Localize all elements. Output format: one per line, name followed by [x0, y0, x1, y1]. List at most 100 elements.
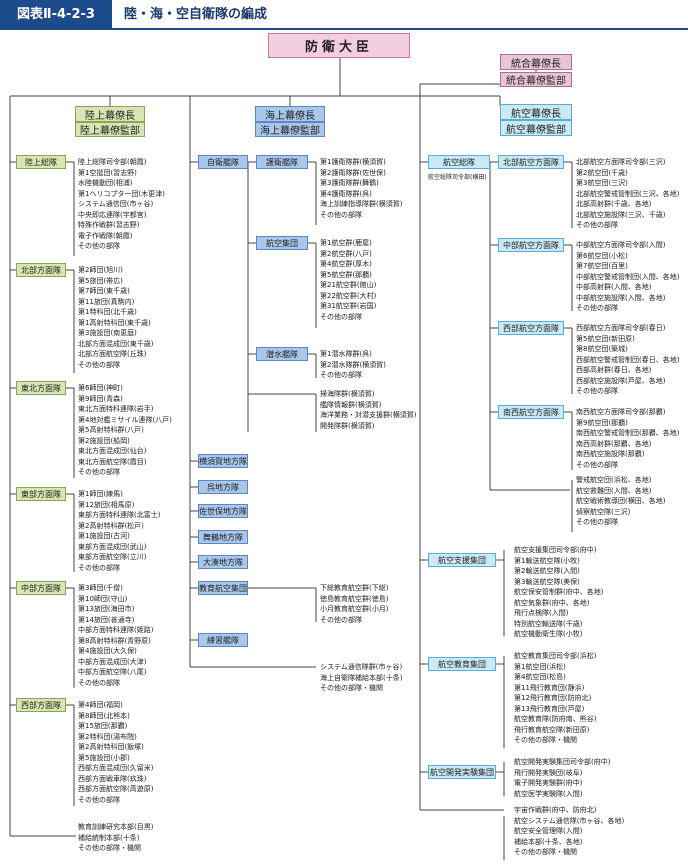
msdf-training-air-list: 下総教育航空群(下総) 徳島教育航空群(徳島) 小月教育航空群(小月) その他の… — [320, 583, 388, 625]
msdf-group-2: 潜水艦隊 — [256, 347, 308, 361]
list-item: 第3施設団(南恵庭) — [78, 329, 137, 337]
list-item: 第2航空団(千歳) — [576, 168, 628, 177]
msdf-group-1-list: 第1航空群(鹿屋) 第2航空群(八戸) 第4航空群(厚木) 第5航空群(那覇) … — [320, 238, 376, 322]
msdf-training-fleet-box: 練習艦隊 — [198, 633, 248, 647]
list-item: 第2師団(旭川) — [78, 266, 123, 274]
list-item: 第12飛行教育団(防府北) — [514, 694, 592, 702]
list-item: 第7師団(東千歳) — [78, 287, 130, 295]
list-item: 北部航空施設隊(三沢、千歳) — [576, 210, 666, 219]
list-item: 第4地対艦ミサイル連隊(八戸) — [78, 415, 172, 424]
list-item: 南西高射群(那覇、各地) — [576, 439, 652, 448]
asdf-force-links — [489, 161, 573, 532]
list-item: その他の部隊 — [78, 468, 120, 476]
list-item: 第13旅団(海田市) — [78, 605, 135, 613]
list-item: 第12旅団(相馬原) — [78, 500, 135, 509]
list-item: 中部航空方面隊司令部(入間) — [576, 241, 666, 249]
asdf-training-list: 航空教育集団司令部(浜松) 第1航空団(浜松) 第4航空団(松島) 第11飛行教… — [514, 651, 596, 746]
msdf-fleet-box: 自衛艦隊 — [198, 155, 248, 169]
asdf-force-3: 南西航空方面隊 — [498, 405, 564, 419]
list-item: 西部方面航空隊(高遊原) — [78, 785, 154, 793]
list-item: 北部方面混成団(東千歳) — [78, 339, 154, 348]
list-item: 第2護衛隊群(佐世保) — [320, 168, 386, 177]
list-item: 第4師団(福岡) — [78, 701, 123, 709]
list-item: その他の部隊 — [576, 518, 618, 526]
list-item: 北部高射群(千歳、各地) — [576, 200, 652, 208]
gsdf-unit-1-list: 第2師団(旭川) 第5旅団(帯広) 第7師団(東千歳) 第11旅団(真駒内) 第… — [78, 265, 153, 370]
list-item: システム通信隊群(市ヶ谷) — [320, 663, 403, 671]
figure-header: 図表Ⅱ-4-2-3 陸・海・空自衛隊の編成 — [0, 0, 688, 30]
list-item: 東部方面特科連隊(北富士) — [78, 511, 161, 519]
list-item: 航空保安管制群(府中、各地) — [514, 588, 604, 596]
list-item: 中部方面航空隊(八尾) — [78, 668, 147, 676]
list-item: 航空医学実験隊(入間) — [514, 789, 583, 798]
list-item: 特別航空輸送隊(千歳) — [514, 619, 583, 628]
list-item: 海上訓練指導隊群(横須賀) — [320, 200, 403, 208]
gsdf-unit-5: 西部方面隊 — [16, 698, 66, 712]
list-item: 第21航空群(館山) — [320, 281, 377, 289]
msdf-fleet-links — [247, 161, 317, 622]
list-item: 補給本部(十条、各地) — [514, 837, 583, 846]
list-item: 第1護衛隊群(横須賀) — [320, 158, 386, 166]
msdf-unit-links — [190, 161, 316, 668]
msdf-tail-list: システム通信隊群(市ヶ谷) 海上自衛隊補給本部(十条) その他の部隊・機関 — [320, 662, 402, 694]
gsdf-lists — [66, 161, 75, 806]
gsdf-unit-0-list: 陸上総隊司令部(朝霞) 第1空挺団(習志野) 水陸機動団(相浦) 第1ヘリコプタ… — [78, 157, 165, 252]
list-item: 第1施設団(古河) — [78, 532, 130, 540]
list-item: システム通信団(市ヶ谷) — [78, 200, 154, 208]
list-item: 東部方面混成団(武山) — [78, 542, 147, 551]
asdf-chief-box: 航空幕僚長 — [500, 104, 572, 120]
list-item: 第1航空団(浜松) — [514, 662, 566, 671]
list-item: 艦隊情報群(横須賀) — [320, 400, 382, 409]
list-item: 第4航空団(松島) — [514, 673, 566, 681]
msdf-district-3: 舞鶴地方隊 — [198, 530, 248, 544]
gsdf-unit-2-list: 第6師団(神町) 第9師団(青森) 東北方面特科連隊(岩手) 第4地対艦ミサイル… — [78, 383, 172, 478]
list-item: 東北方面混成団(仙台) — [78, 447, 147, 455]
list-item: 小月教育航空群(小月) — [320, 605, 389, 613]
msdf-group-2-list: 第1潜水隊群(呉) 第2潜水隊群(横須賀) その他の部隊 — [320, 349, 386, 381]
list-item: その他の部隊・機関 — [78, 844, 141, 852]
msdf-group-1: 航空集団 — [256, 236, 308, 250]
list-item: 飛行教育航空隊(新田原) — [514, 725, 590, 734]
list-item: 中部航空施設隊(入間、各地) — [576, 293, 666, 302]
list-item: その他の部隊 — [576, 387, 618, 395]
list-item: その他の部隊 — [320, 615, 362, 624]
msdf-staff-box: 海上幕僚監部 — [255, 122, 325, 137]
list-item: 第8高射特科群(青野原) — [78, 636, 151, 645]
list-item: 宇宙作戦群(府中、防府北) — [514, 806, 597, 814]
list-item: 北部航空警戒管制団(三沢、各地) — [576, 189, 680, 198]
list-item: 西部方面戦車隊(玖珠) — [78, 774, 147, 783]
list-item: 航空教育隊(防府南、熊谷) — [514, 715, 597, 723]
list-item: 水陸機動団(相浦) — [78, 179, 133, 187]
minister-trunk — [9, 58, 500, 836]
list-item: その他の部隊 — [78, 563, 120, 572]
list-item: 第13飛行教育団(芦屋) — [514, 704, 585, 713]
gsdf-tail-list: 教育訓練研究本部(目黒) 補給統制本部(十条) その他の部隊・機関 — [78, 822, 153, 854]
list-item: 南西航空施設隊(那覇) — [576, 450, 645, 458]
list-item: その他の部隊 — [78, 678, 120, 687]
list-item: 特殊作戦群(習志野) — [78, 221, 140, 229]
list-item: 第2高射特科団(飯塚) — [78, 743, 144, 751]
joint-staff-box: 統合幕僚監部 — [500, 72, 572, 87]
list-item: 中部航空警戒管制団(入間、各地) — [576, 272, 680, 281]
list-item: 第8師団(北熊本) — [78, 711, 130, 720]
asdf-support-list: 航空支援集団司令部(府中) 第1輸送航空隊(小牧) 第2輸送航空隊(入間) 第3… — [514, 545, 603, 640]
list-item: 第5航空群(那覇) — [320, 270, 372, 279]
list-item: 中部方面混成団(大津) — [78, 657, 147, 666]
list-item: 東北方面航空隊(霞目) — [78, 457, 147, 466]
list-item: 航空支援集団司令部(府中) — [514, 546, 597, 554]
list-item: 西部航空施設隊(芦屋、各地) — [576, 376, 666, 385]
list-item: 第9航空団(那覇) — [576, 418, 628, 427]
list-item: 第1特科団(北千歳) — [78, 308, 137, 316]
list-item: 第6師団(神町) — [78, 384, 123, 392]
list-item: 南西航空方面隊司令部(那覇) — [576, 408, 666, 416]
list-item: 北部方面航空隊(丘珠) — [78, 350, 147, 358]
asdf-dev-box: 航空開発実験集団 — [428, 765, 496, 779]
list-item: 第4施設団(大久保) — [78, 647, 137, 655]
list-item: 下総教育航空群(下総) — [320, 584, 389, 592]
msdf-group-0-list: 第1護衛隊群(横須賀) 第2護衛隊群(佐世保) 第3護衛隊群(舞鶴) 第4護衛隊… — [320, 157, 402, 220]
list-item: 航空機動衛生隊(小牧) — [514, 630, 583, 638]
asdf-force-3-list: 南西航空方面隊司令部(那覇) 第9航空団(那覇) 南西航空警戒管制団(那覇、各地… — [576, 407, 679, 470]
list-item: 第2輸送航空隊(入間) — [514, 567, 580, 575]
list-item: その他の部隊・機関 — [514, 848, 577, 856]
